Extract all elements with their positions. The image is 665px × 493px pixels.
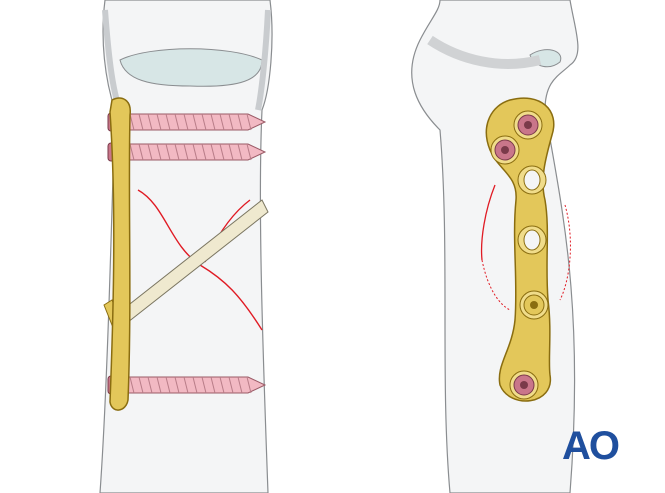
plate-holes — [490, 110, 549, 400]
plate-hole-screw — [490, 135, 520, 165]
plate-hole-hole — [517, 165, 547, 195]
cortical-screw — [107, 112, 267, 132]
plate-hole-screw — [509, 370, 539, 400]
ao-logo: AO — [562, 424, 620, 468]
right-bone-lateral-view — [411, 0, 579, 493]
cortical-screw — [107, 142, 267, 162]
plate-hole-screw — [513, 110, 543, 140]
left-plate — [109, 97, 131, 411]
plate-hole-hole — [517, 225, 547, 255]
plate-hole-lock — [519, 290, 549, 320]
cortical-screws-left — [107, 112, 267, 395]
cortical-screw — [107, 375, 267, 395]
